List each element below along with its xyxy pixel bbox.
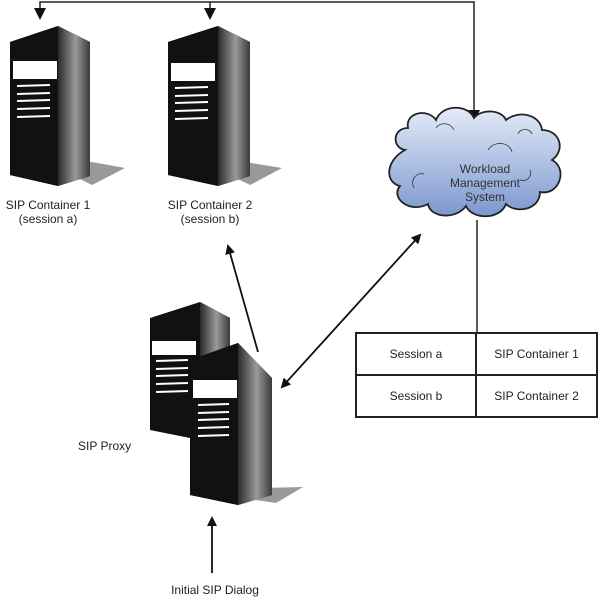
- label-container2-name: SIP Container 2: [167, 198, 253, 212]
- server-container2-icon: [168, 26, 282, 186]
- cloud-wlm-icon: [388, 106, 562, 218]
- cell-session: Session a: [355, 332, 477, 376]
- label-wlm-line1: Workload: [459, 162, 511, 176]
- table-row: Session b SIP Container 2: [355, 374, 598, 418]
- arrow-to-container1-icon: [34, 8, 46, 20]
- label-container2-session: (session b): [180, 212, 240, 226]
- label-proxy: SIP Proxy: [78, 439, 132, 453]
- cell-container: SIP Container 1: [475, 332, 598, 376]
- label-container1-session: (session a): [18, 212, 78, 226]
- cell-session: Session b: [355, 374, 477, 418]
- server-container1-icon: [10, 26, 125, 186]
- label-container2: SIP Container 2 (session b): [158, 198, 262, 226]
- server-proxy-icon: [150, 302, 303, 505]
- arrow-proxy-wlm: [280, 233, 422, 389]
- routing-line-top: [34, 1, 480, 122]
- arrow-to-container2-icon: [204, 8, 216, 20]
- label-initial-dialog: Initial SIP Dialog: [171, 583, 259, 597]
- label-wlm: Workload Management System: [430, 162, 540, 204]
- label-wlm-line2: Management: [449, 176, 521, 190]
- label-container1-name: SIP Container 1: [5, 198, 91, 212]
- cell-container: SIP Container 2: [475, 374, 598, 418]
- session-mapping-table: Session a SIP Container 1 Session b SIP …: [355, 332, 598, 418]
- label-wlm-line3: System: [464, 190, 505, 204]
- arrow-proxy-container2: [225, 244, 259, 353]
- label-container1: SIP Container 1 (session a): [0, 198, 96, 226]
- table-row: Session a SIP Container 1: [355, 332, 598, 376]
